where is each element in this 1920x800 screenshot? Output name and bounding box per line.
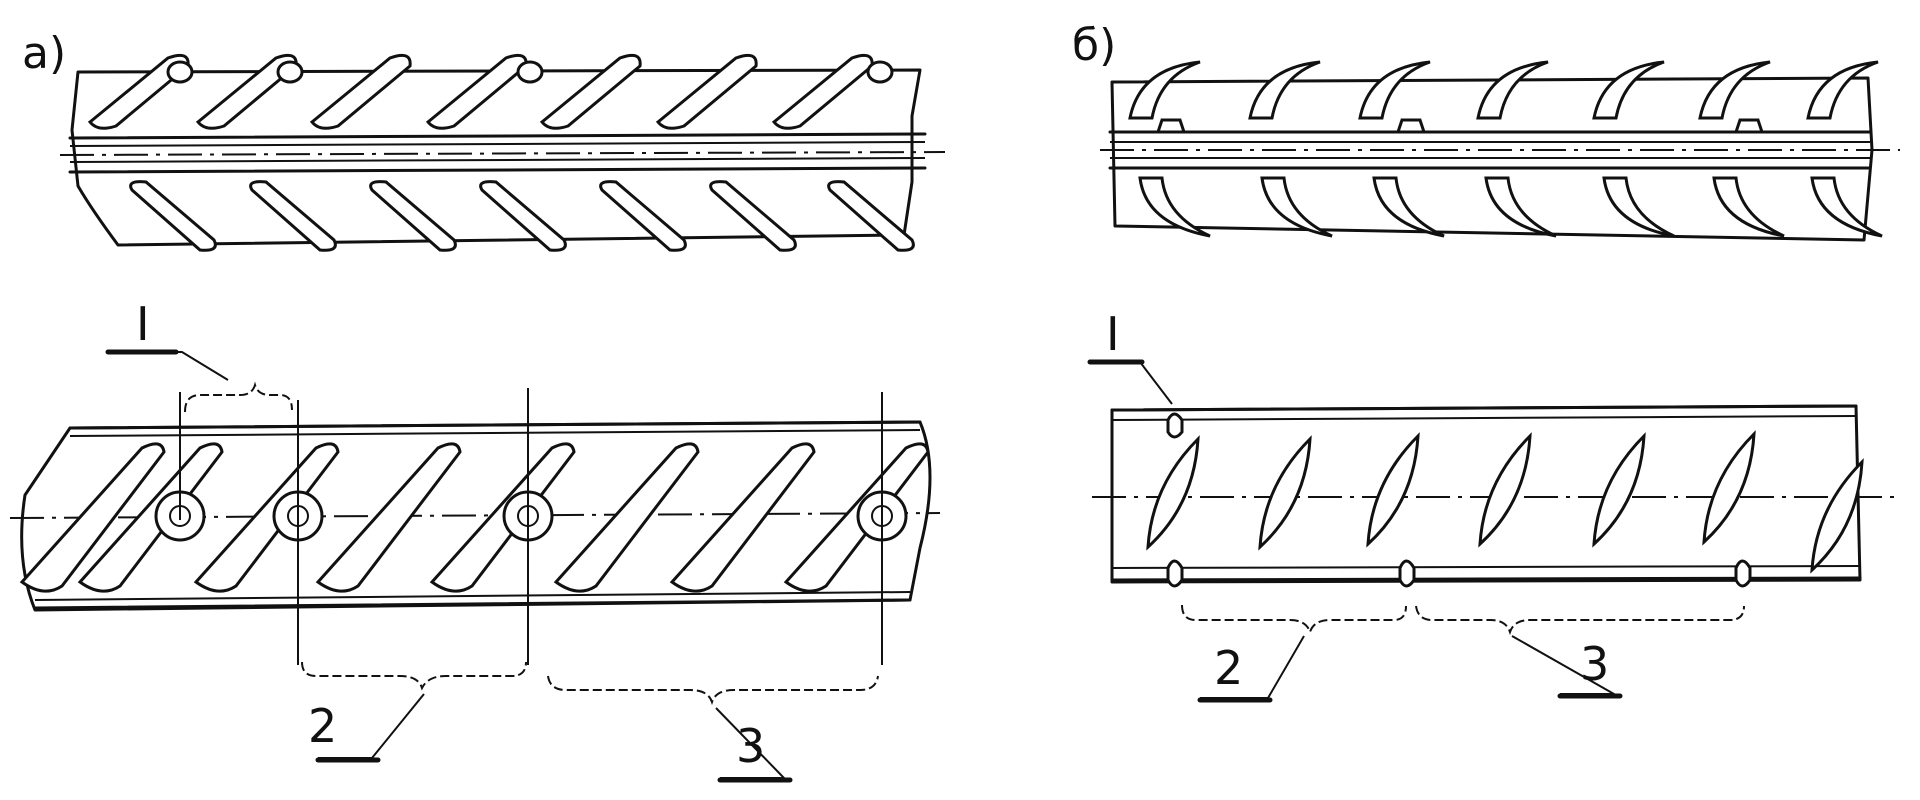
crescent-rib: [1476, 60, 1549, 120]
rib: [19, 442, 166, 593]
panel-a-label-two: 2: [308, 699, 337, 753]
rib: [827, 180, 915, 252]
panel-b-letter: б): [1072, 20, 1116, 71]
rib: [193, 442, 340, 593]
rib: [369, 180, 457, 252]
panel-a-letter: а): [22, 28, 66, 79]
rib: [655, 53, 758, 130]
crescent-rib: [1806, 60, 1879, 120]
panel-a-section-label: I: [136, 297, 150, 351]
crescent-rib: [1260, 176, 1333, 238]
panel-b-plan-view: [1090, 361, 1895, 699]
panel-b-label-three: 3: [1580, 637, 1609, 691]
panel-a-label-three: 3: [736, 719, 765, 773]
rib: [425, 53, 528, 130]
rib: [669, 442, 816, 593]
crescent-rib: [1484, 176, 1557, 238]
rib: [129, 180, 217, 252]
panel-a-plan-view: [9, 351, 941, 779]
lens-rib: [1592, 432, 1646, 548]
rib: [553, 442, 700, 593]
panel-b-side-view: [1100, 60, 1900, 242]
rib: [771, 53, 874, 130]
rib: [77, 442, 224, 593]
rib: [539, 53, 642, 130]
lens-rib: [1258, 435, 1312, 551]
lens-rib: [1478, 432, 1532, 548]
rib: [599, 180, 687, 252]
panel-b-section-label: I: [1106, 307, 1120, 361]
crescent-rib: [1592, 60, 1665, 120]
panel-a-side-view: [59, 53, 946, 252]
crescent-rib: [1128, 60, 1201, 120]
lens-rib: [1810, 458, 1864, 574]
lens-rib: [1146, 435, 1200, 551]
crescent-rib: [1358, 60, 1431, 120]
lens-rib: [1702, 430, 1756, 546]
crescent-rib: [1712, 176, 1785, 238]
crescent-rib: [1138, 176, 1211, 238]
rib-knot: [166, 60, 194, 84]
rib: [249, 180, 337, 252]
rib-knot: [276, 60, 304, 84]
crescent-rib: [1810, 176, 1883, 238]
rib: [315, 442, 462, 593]
crescent-rib: [1698, 60, 1771, 120]
lens-rib: [1366, 432, 1420, 548]
rib: [479, 180, 567, 252]
rib-knot: [866, 60, 894, 84]
rib: [709, 180, 797, 252]
crescent-rib: [1602, 176, 1675, 238]
panel-b-label-two: 2: [1214, 641, 1243, 695]
crescent-rib: [1248, 60, 1321, 120]
rib-knot: [516, 60, 544, 84]
rib: [309, 53, 412, 130]
crescent-rib: [1372, 176, 1445, 238]
